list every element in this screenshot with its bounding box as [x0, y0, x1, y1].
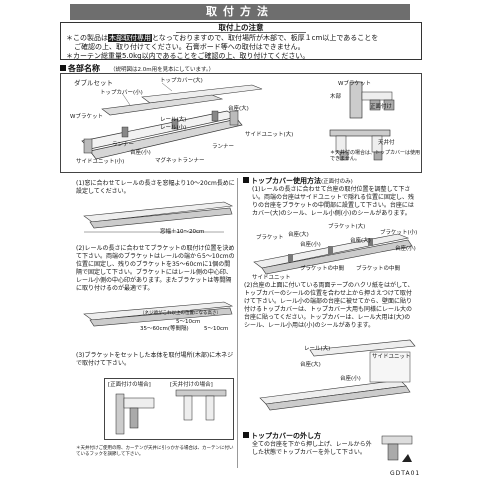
release-diagram	[381, 435, 413, 462]
label-ceiling-mount: 正面付け	[370, 104, 393, 110]
top-cover-heading: トップカバー使用方法(正面付のみ)	[243, 176, 353, 186]
notice-highlight: 木部取付専用	[108, 34, 152, 42]
step-2-diagram	[83, 301, 234, 327]
left-footer-note: ＊天井付けご使用の際、カーテンが天井に引っかかる場合は、カーテンに付いているフッ…	[76, 446, 234, 457]
step-2-dim-3: 5～10cm	[204, 326, 229, 332]
label-bracket-holder-large: 台座(大)	[228, 106, 249, 112]
step-1-text: (1)窓に合わせてレールの長さを窓幅より10～20cm長めに設定してください。	[76, 180, 235, 195]
cover-label-4: 台座(小)	[300, 242, 321, 248]
mounting-examples-box	[104, 378, 234, 440]
step-2-dim-2: 35～60cm(等間隔)	[140, 326, 189, 332]
label-ceiling-attach: 天井付	[378, 140, 395, 146]
step-2-note: （ネジ頭がこれ以上の位置になる高さ）	[140, 311, 221, 316]
cover-step-1-diagram	[253, 233, 413, 275]
cover-label-7: サイドユニット	[252, 275, 291, 281]
cover-label-1: 台座(大)	[288, 232, 309, 238]
cover-2-label-2: 台座(大)	[300, 362, 321, 368]
mounting-examples-diagram	[115, 389, 227, 435]
label-w-bracket: Wブラケット	[338, 81, 371, 87]
label-mokubu: 木部	[330, 94, 342, 100]
cover-label-9: ブラケットの中間	[356, 266, 401, 272]
notice-suffix: となっておりますので、取付場所が木部で、板厚１cm以上であることを	[152, 34, 379, 42]
label-runner: ランナー	[212, 144, 235, 150]
label-magnet-runner: マグネットランナー	[155, 158, 205, 164]
label-w-bracket-left: Wブラケット	[70, 114, 103, 120]
cover-step-2-diagram	[259, 339, 416, 411]
cover-2-label-3: 台座(小)	[340, 376, 361, 382]
cover-step-2-text: (2)台座の上面に付いている両面テープのハクリ紙をはがして、トップカバーのシール…	[244, 282, 414, 329]
step-3-text: (3)ブラケットをセットした本体を取付場所(木部)に木ネジで取付けて下さい。	[76, 352, 234, 367]
parts-heading: 各部名称	[60, 63, 100, 74]
label-side-unit-large: サイドユニット(大)	[245, 132, 294, 138]
notice-line-1: ＊この製品は木部取付専用となっておりますので、取付場所が木部で、板厚１cm以上で…	[66, 34, 416, 43]
label-bracket-holder-small: 台座(小)	[130, 150, 151, 156]
notice-box: 取付上の注意 ＊この製品は木部取付専用となっておりますので、取付場所が木部で、板…	[60, 22, 422, 60]
label-side-unit-small: サイドユニット(小)	[76, 159, 125, 165]
square-bullet-icon	[60, 65, 66, 71]
product-code: GDTA01	[390, 470, 421, 477]
cover-label-6: 台座(小)	[395, 246, 416, 252]
page-title: 取付方法	[70, 4, 410, 20]
release-heading: トップカバーの外し方	[243, 431, 321, 441]
ceiling-mount-label: [天井付けの場合]	[170, 382, 213, 388]
cover-label-5: ブラケット(小)	[380, 230, 418, 236]
square-bullet-icon	[243, 432, 249, 438]
cover-step-1-text: (1)レールの長さに合わせて台座の取付位置を調整して下さい。両端の台座はサイドユ…	[252, 186, 415, 217]
label-top-cover-large: トップカバー(大)	[160, 78, 203, 84]
step-1-dimension: 窓幅＋10～20cm	[160, 229, 205, 235]
release-heading-text: トップカバーの外し方	[251, 432, 321, 440]
ceiling-note: ＊天井付の場合は、トップカバーは使用できません。	[330, 150, 421, 162]
notice-prefix: ＊この製品は	[66, 34, 108, 42]
cover-label-3: 台座(大)	[350, 238, 371, 244]
front-mount-label: [正面付けの場合]	[108, 382, 151, 388]
cover-2-label-1: サイドユニット	[372, 354, 411, 360]
cover-label-2: ブラケット(大)	[328, 224, 366, 230]
square-bullet-icon	[243, 177, 249, 183]
step-2-dim-1: 5～10cm	[176, 319, 201, 325]
step-1-diagram	[83, 201, 234, 233]
cover-label-0: ブラケット	[256, 235, 284, 241]
cover-2-label-0: レール(大)	[304, 346, 331, 352]
label-top-cover-small: トップカバー(小)	[100, 90, 143, 96]
label-runner-left: ランナー	[112, 142, 135, 148]
step-2-text: (2)レールの長さに合わせてブラケットの取付け位置を決めて下さい。両端のブラケッ…	[76, 245, 235, 292]
notice-line-2: ご確認の上、取り付けてください。石膏ボード等への取付はできません。	[74, 43, 305, 51]
w-bracket-diagram	[329, 81, 395, 161]
label-rail-small: レール(小)	[160, 125, 187, 131]
notice-line-3: ＊カーテン総重量5.0kg以内であることをご確認の上、取り付けてください。	[66, 52, 310, 60]
rail-assembly-diagram	[81, 82, 263, 160]
double-set-label: ダブルセット	[74, 79, 113, 87]
parts-heading-text: 各部名称	[68, 64, 100, 73]
parts-box	[60, 73, 422, 173]
cover-label-8: ブラケットの中間	[300, 266, 345, 272]
parts-subheading: （説明図は2.0m用を見本にしています。）	[110, 67, 215, 73]
label-rail-large: レール(大)	[160, 117, 187, 123]
top-cover-heading-text: トップカバー使用方法	[251, 177, 321, 185]
top-cover-sub: (正面付のみ)	[321, 179, 353, 185]
release-text: 全ての台座を下から押し上げ、レールから外した状態でトップカバーを外して下さい。	[252, 441, 372, 456]
column-divider	[237, 178, 238, 468]
notice-heading: 取付上の注意	[176, 23, 306, 33]
